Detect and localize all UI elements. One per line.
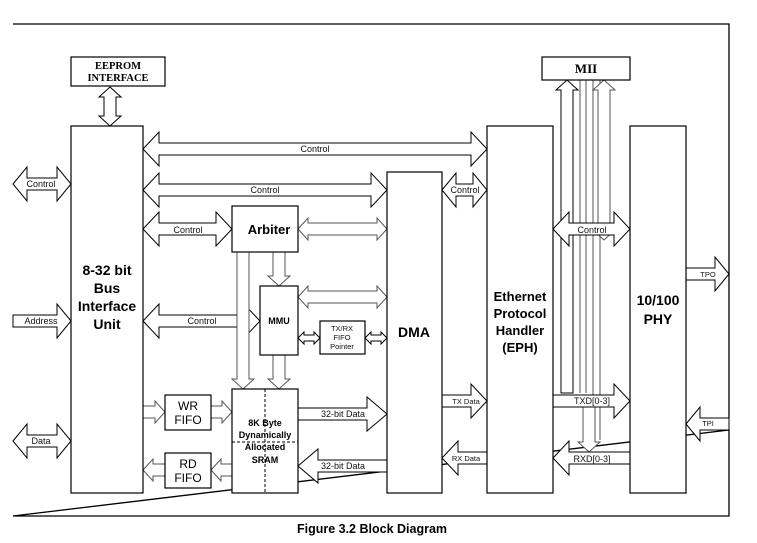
rdfifo-biu-arrow (142, 457, 166, 483)
biu-arbiter-control-label: Control (173, 225, 202, 235)
mmu-dma-arrow (297, 284, 388, 310)
sram-dma-data-label: 32-bit Data (321, 409, 365, 419)
arbiter-label: Arbiter (248, 222, 291, 237)
eph-line2: Protocol (494, 306, 547, 321)
bus-interface-unit-block: 8-32 bit Bus Interface Unit (70, 125, 144, 494)
rx-data-arrow (441, 439, 488, 477)
rd-fifo-block: RD FIFO (164, 452, 212, 489)
biu-label-line4: Unit (93, 316, 121, 332)
tpi-arrow (685, 405, 730, 443)
biu-wrfifo-arrow (142, 399, 166, 425)
fifo-pointer-line3: Pointer (330, 342, 354, 351)
tpo-arrow (685, 255, 730, 293)
mii-rxd-down-arrow (576, 399, 602, 453)
figure-caption: Figure 3.2 Block Diagram (297, 522, 447, 536)
tx-data-label: TX Data (452, 397, 480, 406)
biu-label-line1: 8-32 bit (82, 262, 131, 278)
eph-line4: (EPH) (502, 340, 537, 355)
arbiter-block: Arbiter (231, 205, 299, 253)
fifo-pointer-line2: FIFO (333, 333, 350, 342)
eeprom-biu-arrow (97, 86, 123, 127)
fifo-pointer-block: TX/RX FIFO Pointer (319, 320, 366, 355)
ext-address-arrow (12, 302, 72, 340)
eph-line1: Ethernet (494, 289, 547, 304)
rd-fifo-line2: FIFO (174, 471, 201, 485)
sram-line3: Allocated (245, 442, 286, 452)
phy-block: 10/100 PHY (629, 125, 687, 494)
rd-fifo-line1: RD (179, 457, 197, 471)
dma-eph-control-label: Control (450, 185, 479, 195)
dma-block: DMA (386, 171, 443, 494)
ext-data-label: Data (31, 436, 50, 446)
dma-sram-data-arrow (297, 447, 388, 485)
wr-fifo-line2: FIFO (174, 413, 201, 427)
tpi-label: TPI (702, 419, 714, 428)
rxd-label: RXD[0-3] (573, 454, 610, 464)
biu-label-line2: Bus (94, 280, 121, 296)
arbiter-dma-arrow (297, 216, 388, 242)
arbiter-sram-arrow (230, 251, 256, 390)
tx-data-arrow (441, 382, 488, 420)
mmu-label: MMU (268, 316, 290, 326)
mmu-fifo-pointer-arrow (297, 330, 321, 346)
rxd-arrow (552, 439, 631, 477)
wr-fifo-block: WR FIFO (164, 394, 212, 431)
tpo-label: TPO (700, 270, 716, 279)
eph-line3: Handler (496, 323, 544, 338)
mmu-sram-arrow (266, 354, 292, 390)
ext-control-label: Control (26, 179, 55, 189)
mii-block: MII (541, 56, 631, 81)
eph-phy-control-label: Control (577, 225, 606, 235)
sram-line1: 8K Byte (248, 418, 282, 428)
arbiter-mmu-arrow (266, 251, 292, 287)
mii-label: MII (575, 61, 597, 76)
dma-label: DMA (398, 324, 430, 340)
sram-rdfifo-arrow (210, 457, 233, 483)
fifo-pointer-line1: TX/RX (331, 324, 353, 333)
sram-block: 8K Byte Dynamically Allocated SRAM (231, 388, 299, 494)
eph-block: Ethernet Protocol Handler (EPH) (486, 125, 554, 494)
sram-line2: Dynamically (239, 430, 292, 440)
phy-line2: PHY (644, 311, 673, 327)
ext-address-label: Address (24, 316, 58, 326)
eeprom-label-line2: INTERFACE (87, 73, 148, 84)
biu-dma-control-label: Control (250, 185, 279, 195)
eeprom-interface-block: EEPROM INTERFACE (70, 56, 166, 87)
wrfifo-sram-arrow (210, 399, 233, 425)
sram-line4: SRAM (252, 455, 279, 465)
eeprom-label-line1: EEPROM (95, 61, 141, 72)
mii-eph-phy-double-arrow (591, 79, 617, 241)
biu-label-line3: Interface (78, 298, 137, 314)
mmu-block: MMU (259, 285, 299, 356)
fifo-pointer-dma-arrow (364, 330, 388, 346)
rx-data-label: RX Data (452, 454, 481, 463)
biu-eph-control-label: Control (300, 144, 329, 154)
wr-fifo-line1: WR (178, 399, 198, 413)
sram-dma-data-arrow (297, 395, 388, 433)
txd-label: TXD[0-3] (574, 396, 610, 406)
txd-arrow (552, 382, 631, 420)
phy-line1: 10/100 (637, 292, 680, 308)
outer-frame (12, 23, 730, 517)
dma-sram-data-label: 32-bit Data (321, 461, 365, 471)
biu-mmu-control-label: Control (187, 316, 216, 326)
